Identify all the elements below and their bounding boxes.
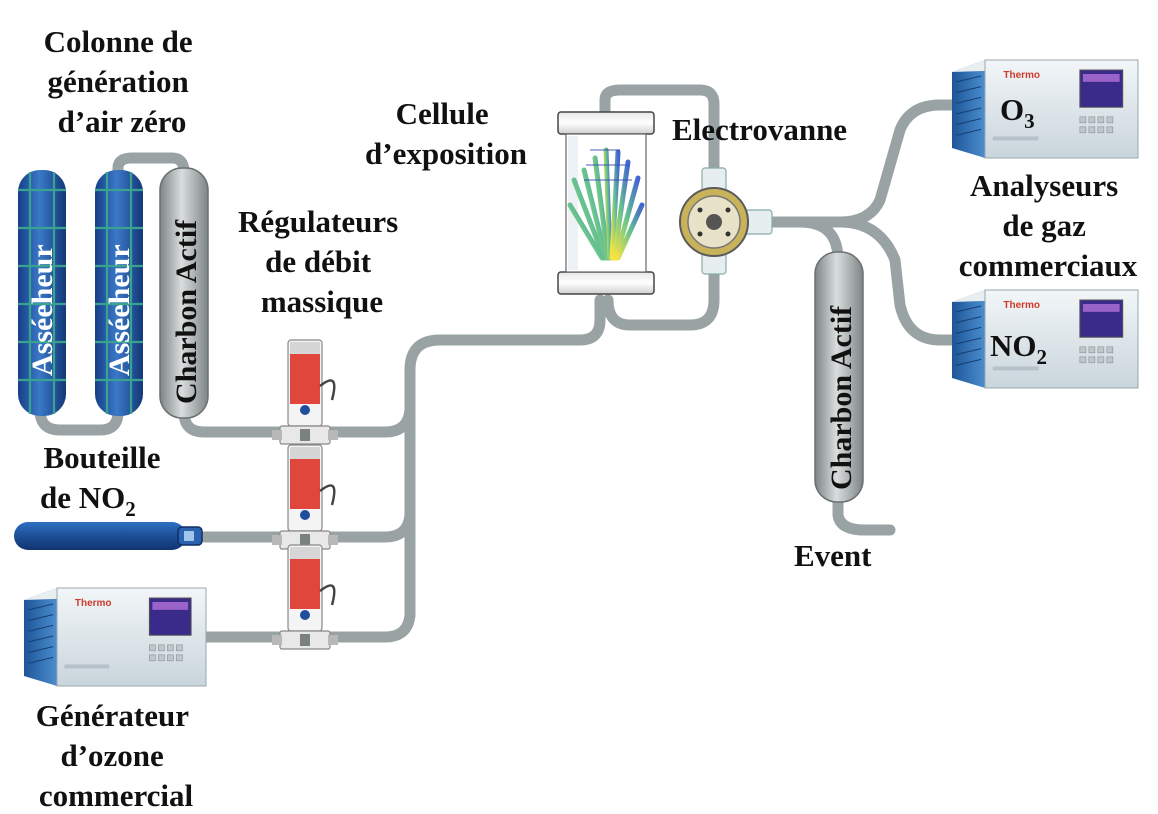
- zero-air-column: Colonne de génération d’air zéro Asséehe…: [18, 24, 209, 419]
- regulators-label-line2: de débit: [265, 244, 372, 279]
- tube-manifold: [404, 294, 606, 621]
- charcoal-filter-2: Charbon Actif: [814, 251, 864, 503]
- charcoal-filter-1: Charbon Actif: [159, 167, 209, 419]
- no2-analyzer-label-sub: 2: [1037, 345, 1048, 369]
- tube-reg3-out: [324, 609, 416, 643]
- regulators-label-line1: Régulateurs: [238, 204, 398, 239]
- mass-flow-regulators: Régulateurs de débit massique: [238, 204, 406, 650]
- generator-label-line1: Générateur: [36, 698, 189, 733]
- generator-label-line3: commercial: [39, 778, 194, 813]
- zero-air-label-line3: d’air zéro: [58, 104, 187, 139]
- tube-charcoal-to-reg1: [178, 406, 296, 438]
- tube-dryer-to-charcoal: [112, 152, 190, 188]
- vent-label: Event: [794, 538, 872, 573]
- svg-text:Analyseurs de gaz: Analyseurs de gaz commerciaux: [959, 168, 1138, 283]
- mass-flow-regulator-2: [272, 444, 338, 550]
- cell-label-line1: Cellule: [396, 96, 489, 131]
- tube-to-no2-analyzer: [834, 216, 966, 346]
- nanotube-sample: [567, 147, 645, 261]
- charcoal-1-label: Charbon Actif: [170, 219, 203, 404]
- svg-text:Générateur d’ozone: Générateur d’ozone commercial: [36, 698, 196, 813]
- svg-text:NO2: NO2: [990, 328, 1047, 369]
- exposure-cell: Cellule d’exposition: [365, 96, 655, 295]
- tube-to-vent: [832, 489, 896, 536]
- ozone-generator-unit: Thermo: [24, 587, 207, 687]
- solenoid-valve: Electrovanne: [672, 112, 847, 275]
- svg-text:Thermo: Thermo: [1003, 70, 1040, 81]
- no2-analyzer-unit: Thermo: [952, 289, 1139, 389]
- analyzers-label-line1: Analyseurs: [970, 168, 1118, 203]
- svg-text:Thermo: Thermo: [75, 598, 112, 609]
- svg-text:O3: O3: [1000, 92, 1035, 133]
- tube-dryer-link: [34, 404, 124, 436]
- charcoal-2-label: Charbon Actif: [825, 305, 858, 490]
- svg-text:Colonne de génération: Colonne de génération d’air zéro: [44, 24, 201, 139]
- o3-label-sub: 3: [1024, 109, 1035, 133]
- no2-bottle: Bouteille de NO2: [14, 440, 203, 550]
- svg-text:de NO2: de NO2: [40, 480, 136, 521]
- bottle-label-sub: 2: [125, 497, 136, 521]
- bottle-label-line1: Bouteille: [43, 440, 160, 475]
- analyzers-label-line3: commerciaux: [959, 248, 1138, 283]
- analyzers-label-line2: de gaz: [1002, 208, 1086, 243]
- svg-text:Thermo: Thermo: [1003, 300, 1040, 311]
- tube-reg1-out: [324, 404, 416, 438]
- mass-flow-regulator-3: [272, 544, 338, 650]
- o3-label: O: [1000, 92, 1024, 127]
- dryer-2-label: Asséeheur: [103, 244, 136, 376]
- ozone-generator: Thermo Générateur d’ozone commercial: [24, 587, 207, 813]
- valve-label: Electrovanne: [672, 112, 847, 147]
- generator-label-line2: d’ozone: [60, 738, 163, 773]
- o3-analyzer-unit: Thermo: [952, 59, 1139, 159]
- dryer-1-label: Asséeheur: [26, 244, 59, 376]
- zero-air-label-line1: Colonne de: [44, 24, 193, 59]
- gas-analyzers: Thermo Thermo O3 NO2 Analyseurs de gaz c…: [952, 59, 1139, 389]
- regulators-label-line3: massique: [261, 284, 383, 319]
- cell-label-line2: d’exposition: [365, 136, 527, 171]
- svg-text:Régulateurs de débit: Régulateurs de débit massique: [238, 204, 406, 319]
- zero-air-label-line2: génération: [48, 64, 189, 99]
- bottle-label-line2: de NO: [40, 480, 125, 515]
- svg-text:Cellule d’exposition: Cellule d’exposition: [365, 96, 527, 171]
- dryer-2: Asséeheur: [95, 170, 143, 416]
- tube-cell-to-valve: [599, 84, 720, 196]
- tube-valve-return: [602, 249, 720, 331]
- dryer-1: Asséeheur: [18, 170, 66, 416]
- mass-flow-regulator-1: [272, 339, 338, 445]
- tube-reg2-out: [324, 509, 416, 543]
- no2-analyzer-label: NO: [990, 328, 1037, 363]
- svg-text:Bouteille: Bouteille: [43, 440, 160, 475]
